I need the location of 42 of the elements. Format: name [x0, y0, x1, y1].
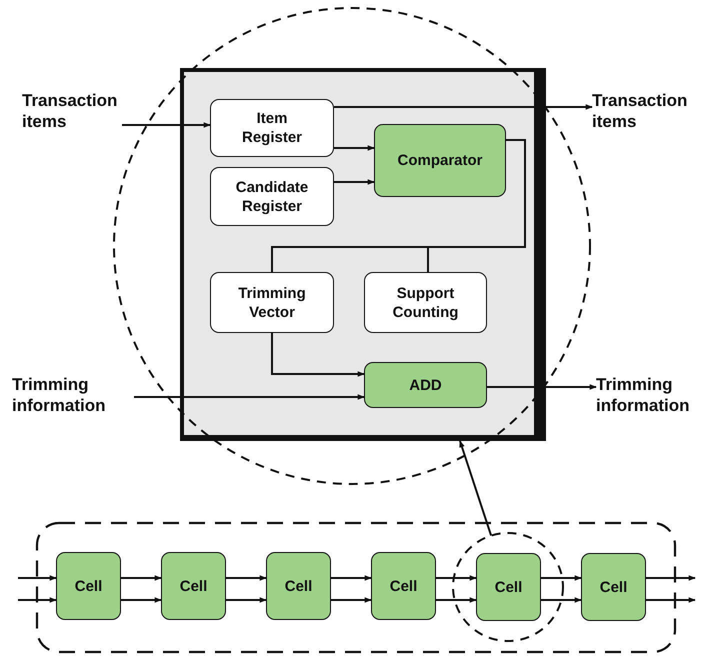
unit-box: Candidate Register: [210, 167, 334, 226]
function-box: Comparator: [374, 124, 506, 197]
function-box: Cell: [161, 552, 226, 620]
arrow: [134, 394, 365, 400]
io-label: Trimming information: [12, 374, 134, 418]
function-box: ADD: [364, 362, 487, 408]
arrow: [436, 597, 477, 603]
arrow: [334, 145, 375, 151]
function-box: Cell: [266, 552, 331, 620]
arrow: [271, 333, 365, 377]
connector-line: [427, 139, 526, 272]
arrow: [646, 575, 696, 581]
unit-box: Item Register: [210, 99, 334, 157]
arrow: [331, 575, 372, 581]
arrow: [541, 597, 582, 603]
function-box: Cell: [476, 553, 541, 621]
arrow: [487, 384, 597, 390]
arrow: [121, 575, 162, 581]
arrow: [334, 179, 375, 185]
arrow: [334, 104, 593, 110]
function-box: Cell: [371, 552, 436, 620]
arrow: [122, 122, 211, 128]
dashed-array-frame: [37, 523, 675, 652]
io-label: Trimming information: [596, 374, 712, 418]
function-box: Cell: [56, 552, 121, 620]
arrow: [18, 575, 57, 581]
cell-detail-panel: [180, 68, 546, 441]
arrow: [541, 575, 582, 581]
arrow: [436, 575, 477, 581]
arrow: [226, 575, 267, 581]
unit-box: Trimming Vector: [210, 272, 334, 333]
arrow: [646, 597, 696, 603]
io-label: Transaction items: [592, 90, 702, 134]
arrow: [459, 440, 492, 536]
dashed-highlight-circle: [453, 533, 563, 641]
arrow: [18, 597, 57, 603]
arrow: [331, 597, 372, 603]
io-label: Transaction items: [22, 90, 122, 134]
arrow: [121, 597, 162, 603]
arrow: [226, 597, 267, 603]
function-box: Cell: [581, 553, 646, 621]
unit-box: Support Counting: [364, 272, 487, 333]
